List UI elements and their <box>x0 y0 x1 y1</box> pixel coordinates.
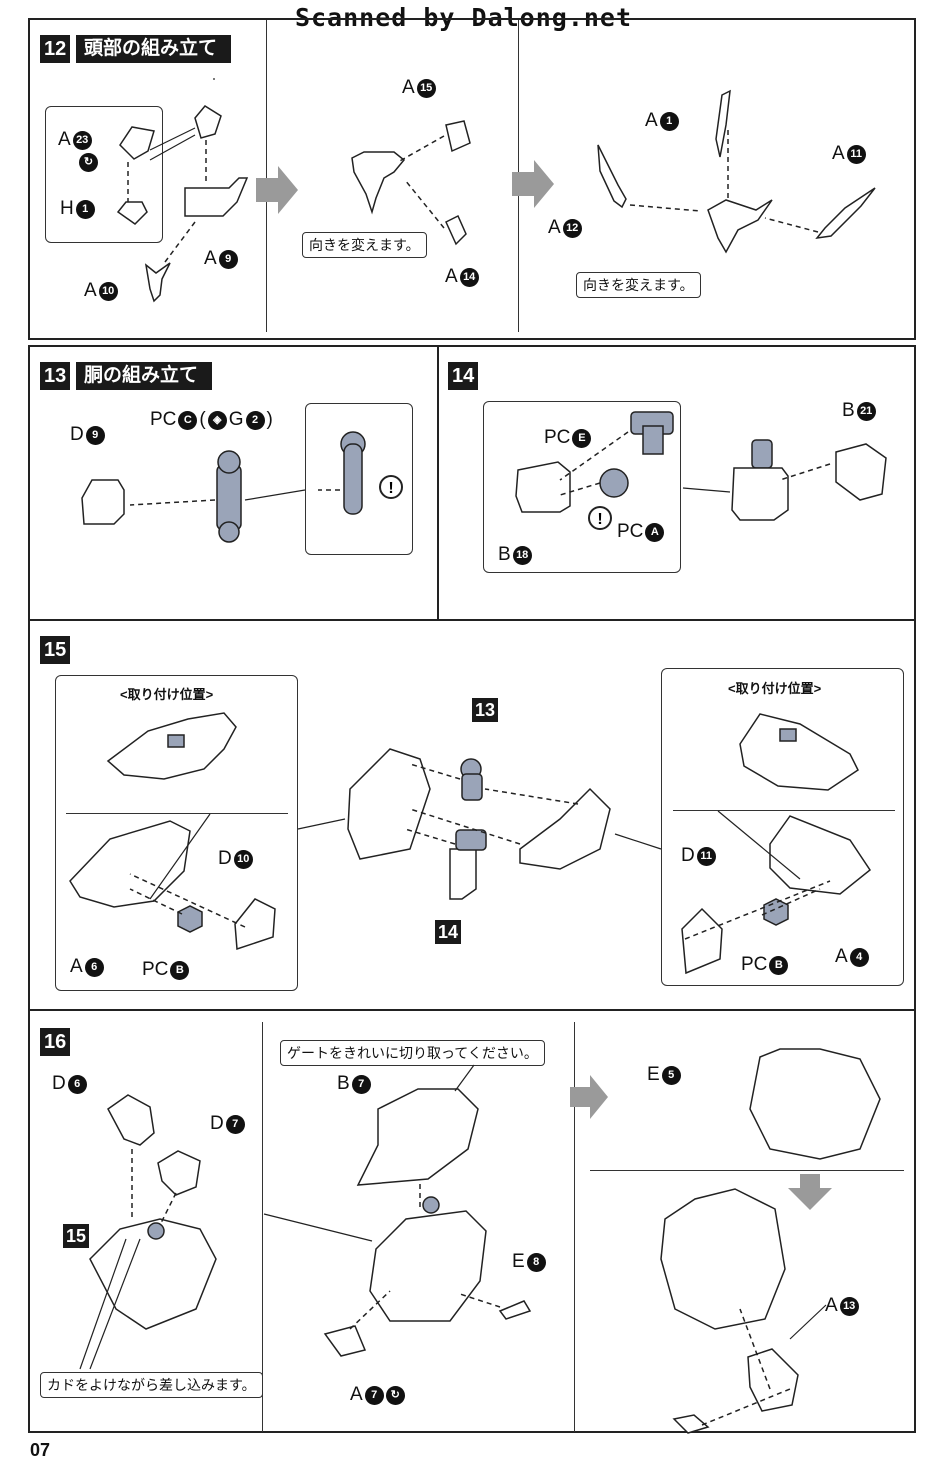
step-ref-15: 15 <box>63 1224 89 1248</box>
svg-text:!: ! <box>388 480 393 497</box>
page-number: 07 <box>30 1440 51 1460</box>
position-title: <取り付け位置> <box>120 687 214 702</box>
step-12-panel <box>28 18 916 340</box>
step-16-drawing <box>79 1048 881 1434</box>
scan-watermark: Scanned by Dalong.net <box>294 3 633 32</box>
step-number: 13 <box>40 362 71 390</box>
step-13-14-drawing: ! ! <box>81 411 887 543</box>
step-16-panel <box>28 1009 916 1433</box>
step-number: 12 <box>40 35 71 63</box>
step-title: 胴の組み立て <box>76 362 213 390</box>
step-number: 16 <box>40 1028 71 1056</box>
step-number: 15 <box>40 636 71 664</box>
cut-icon: ↻ <box>79 153 98 172</box>
note-kado: カドをよけながら差し込みます。 <box>40 1372 263 1398</box>
step-title: 頭部の組み立て <box>76 35 232 63</box>
position-title: <取り付け位置> <box>728 681 822 696</box>
step-number: 14 <box>448 362 479 390</box>
step-15-drawing <box>69 712 872 975</box>
caution-icon: ! ! <box>379 475 612 530</box>
step-ref-14: 14 <box>435 920 461 944</box>
svg-text:!: ! <box>597 511 602 528</box>
note-rotate: 向きを変えます。 <box>302 232 427 258</box>
step-12-drawing <box>116 78 876 303</box>
step-ref-13: 13 <box>472 698 498 722</box>
divider <box>266 20 267 332</box>
note-gate: ゲートをきれいに切り取ってください。 <box>280 1040 545 1066</box>
note-rotate: 向きを変えます。 <box>576 272 701 298</box>
